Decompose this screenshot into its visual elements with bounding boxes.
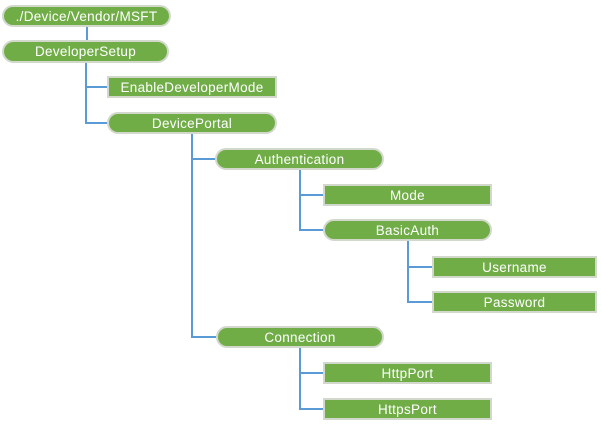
connector-authentication-basic-auth-h <box>299 229 323 231</box>
connector-authentication-basic-auth-v <box>299 170 301 231</box>
connector-device-portal-connection-v <box>191 134 193 338</box>
connector-device-portal-authentication-h <box>191 158 215 160</box>
node-device-portal: DevicePortal <box>107 112 277 134</box>
node-developer-setup: DeveloperSetup <box>2 40 169 63</box>
node-root: ./Device/Vendor/MSFT <box>2 5 171 27</box>
connector-connection-https-port-v <box>299 348 301 410</box>
connector-basic-auth-password-h <box>407 301 432 303</box>
node-password: Password <box>432 291 597 313</box>
node-label: DevicePortal <box>151 115 233 131</box>
node-label: Username <box>482 259 547 275</box>
node-label: Mode <box>390 187 425 203</box>
connector-developer-setup-device-portal-h <box>85 122 107 124</box>
node-label: ./Device/Vendor/MSFT <box>15 8 158 24</box>
node-enable-developer-mode: EnableDeveloperMode <box>107 76 277 98</box>
node-username: Username <box>432 256 597 278</box>
node-https-port: HttpsPort <box>323 398 492 420</box>
connector-device-portal-connection-h <box>191 336 216 338</box>
connector-authentication-mode-h <box>299 194 323 196</box>
node-label: EnableDeveloperMode <box>120 79 264 95</box>
node-label: HttpsPort <box>378 401 437 417</box>
connector-connection-https-port-h <box>299 408 323 410</box>
node-http-port: HttpPort <box>323 362 492 384</box>
node-label: BasicAuth <box>375 222 440 238</box>
node-label: Password <box>483 294 546 310</box>
node-label: Authentication <box>254 151 345 167</box>
connector-root-developer-setup <box>86 27 88 40</box>
connector-basic-auth-username-h <box>407 266 432 268</box>
node-connection: Connection <box>216 326 384 348</box>
connector-connection-http-port-h <box>299 372 323 374</box>
node-basic-auth: BasicAuth <box>323 219 492 241</box>
connector-developer-setup-device-portal-v <box>85 63 87 124</box>
node-authentication: Authentication <box>215 148 384 170</box>
node-label: DeveloperSetup <box>34 44 136 59</box>
connector-basic-auth-password-v <box>407 241 409 303</box>
node-label: HttpPort <box>381 365 434 381</box>
node-mode: Mode <box>323 184 492 206</box>
node-label: Connection <box>264 329 336 345</box>
connector-developer-setup-enable-developer-mode-h <box>85 86 107 88</box>
